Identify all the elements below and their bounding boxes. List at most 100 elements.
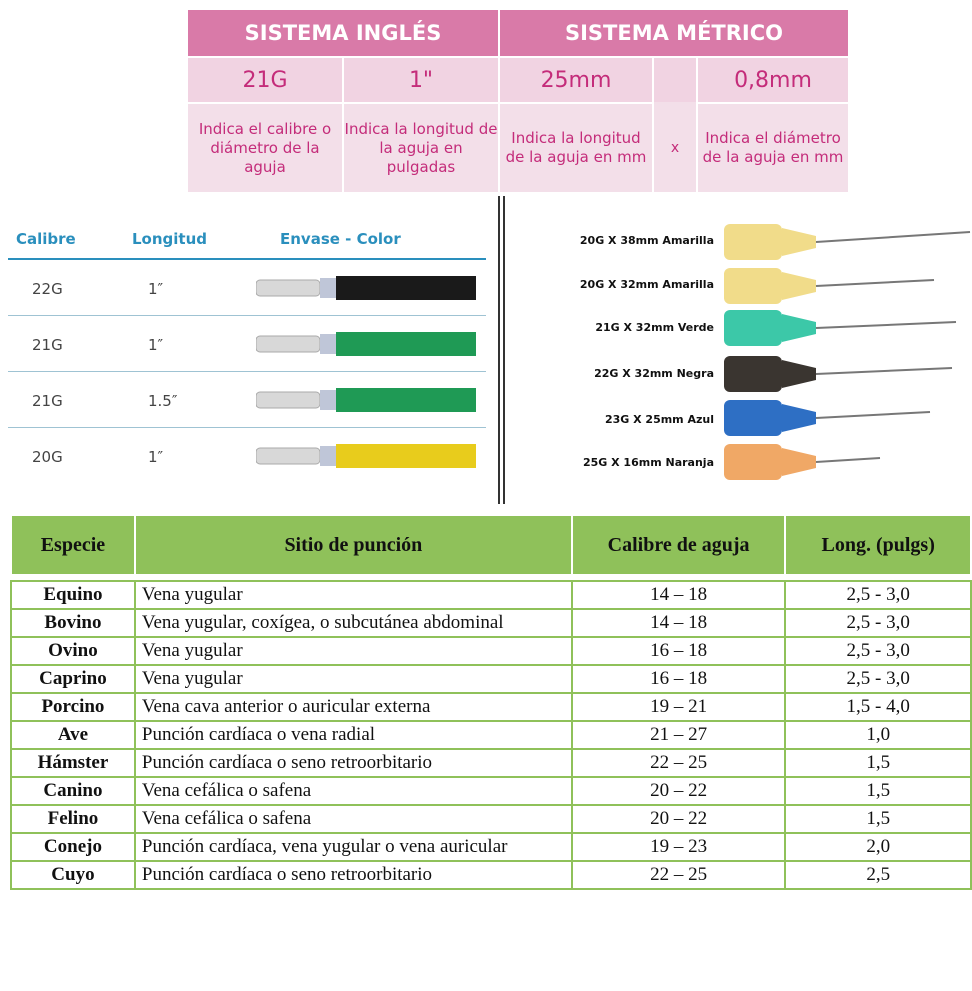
length-inch-value: 1" (344, 58, 498, 102)
site-cell: Vena yugular (133, 636, 573, 666)
length-inch-description: Indica la longitud de la aguja en pulgad… (344, 119, 498, 176)
needle-label: 23G X 25mm Azul (604, 413, 714, 426)
species-cell: Ovino (10, 636, 136, 666)
longitud-cell: 1″ (148, 336, 164, 354)
calibre-cell: 21G (32, 336, 63, 354)
table-row: Equino Vena yugular 14 – 18 2,5 - 3,0 (10, 580, 972, 610)
length-cell: 2,5 (784, 860, 972, 890)
gauge-cell: 14 – 18 (570, 580, 787, 610)
species-cell: Equino (10, 580, 136, 610)
site-cell: Punción cardíaca, vena yugular o vena au… (133, 832, 573, 862)
longitud-cell: 1″ (148, 280, 164, 298)
longitud-cell: 1″ (148, 448, 164, 466)
site-cell: Punción cardíaca o vena radial (133, 720, 573, 750)
species-cell: Porcino (10, 692, 136, 722)
calibre-cell: 21G (32, 392, 63, 410)
tube-cap-icon (256, 444, 476, 468)
row-divider (8, 371, 486, 372)
header-longitud: Longitud (132, 230, 208, 248)
species-cell: Conejo (10, 832, 136, 862)
species-cell: Cuyo (10, 860, 136, 890)
table-row: 21G 1.5″ (8, 372, 486, 428)
gauge-cell: 20 – 22 (570, 804, 787, 834)
site-cell: Vena yugular (133, 580, 573, 610)
species-cell: Caprino (10, 664, 136, 694)
header-calibre: Calibre (16, 230, 76, 248)
needle-label: 20G X 38mm Amarilla (579, 234, 714, 247)
row-divider (8, 427, 486, 428)
species-cell: Felino (10, 804, 136, 834)
needle-label: 20G X 32mm Amarilla (579, 278, 714, 291)
gauge-cell: 19 – 23 (570, 832, 787, 862)
metric-system-header: SISTEMA MÉTRICO (500, 10, 848, 56)
length-cell: 2,5 - 3,0 (784, 608, 972, 638)
table-row: 22G 1″ (8, 260, 486, 316)
site-cell: Vena cefálica o safena (133, 776, 573, 806)
table-row: Porcino Vena cava anterior o auricular e… (10, 692, 972, 722)
diameter-mm-description: Indica el diámetro de la aguja en mm (702, 129, 844, 166)
diameter-mm-value: 0,8mm (698, 58, 848, 102)
length-mm-value: 25mm (500, 58, 652, 102)
length-cell: 2,0 (784, 832, 972, 862)
times-cell-top (654, 58, 696, 102)
table-row: 21G 1″ (8, 316, 486, 372)
row-divider (8, 315, 486, 316)
divider (698, 102, 848, 104)
length-cell: 1,0 (784, 720, 972, 750)
header-especie: Especie (10, 514, 136, 576)
table-row: Caprino Vena yugular 16 – 18 2,5 - 3,0 (10, 664, 972, 694)
table-row: Felino Vena cefálica o safena 20 – 22 1,… (10, 804, 972, 834)
gauge-cell: 19 – 21 (570, 692, 787, 722)
divider (652, 58, 654, 192)
divider (188, 56, 848, 58)
species-cell: Hámster (10, 748, 136, 778)
calibre-color-table: Calibre Longitud Envase - Color 22G 1″ 2… (8, 218, 486, 490)
needle-icon (724, 224, 971, 260)
calibre-value: 21G (188, 58, 342, 102)
system-comparison-table: SISTEMA INGLÉS SISTEMA MÉTRICO 21G 1" 25… (188, 10, 848, 192)
needle-icon (724, 310, 957, 346)
gauge-cell: 22 – 25 (570, 748, 787, 778)
needle-label: 22G X 32mm Negra (594, 367, 714, 380)
needle-icon (724, 268, 935, 304)
gauge-cell: 20 – 22 (570, 776, 787, 806)
table-row: Canino Vena cefálica o safena 20 – 22 1,… (10, 776, 972, 806)
length-mm-description: Indica la longitud de la aguja en mm (505, 129, 647, 166)
table-row: Hámster Punción cardíaca o seno retroorb… (10, 748, 972, 778)
calibre-cell: 22G (32, 280, 63, 298)
length-cell: 1,5 (784, 748, 972, 778)
length-cell: 1,5 - 4,0 (784, 692, 972, 722)
site-cell: Vena yugular (133, 664, 573, 694)
header-longitud: Long. (pulgs) (784, 514, 972, 576)
site-cell: Punción cardíaca o seno retroorbitario (133, 748, 573, 778)
site-cell: Vena cefálica o safena (133, 804, 573, 834)
table-header-row: Especie Sitio de punción Calibre de aguj… (10, 514, 972, 576)
table-row: Conejo Punción cardíaca, vena yugular o … (10, 832, 972, 862)
site-cell: Punción cardíaca o seno retroorbitario (133, 860, 573, 890)
length-cell: 2,5 - 3,0 (784, 636, 972, 666)
divider (342, 58, 344, 192)
panel-divider (498, 196, 505, 504)
needle-icon (724, 356, 953, 392)
header-envase-color: Envase - Color (280, 230, 401, 248)
tube-cap-icon (256, 332, 476, 356)
tube-cap-icon (256, 276, 476, 300)
gauge-cell: 16 – 18 (570, 636, 787, 666)
length-cell: 1,5 (784, 804, 972, 834)
divider (188, 102, 652, 104)
site-cell: Vena cava anterior o auricular externa (133, 692, 573, 722)
tube-cap-icon (256, 388, 476, 412)
table-row: Ave Punción cardíaca o vena radial 21 – … (10, 720, 972, 750)
divider (696, 58, 698, 192)
divider (498, 10, 500, 192)
gauge-cell: 16 – 18 (570, 664, 787, 694)
table-row: Cuyo Punción cardíaca o seno retroorbita… (10, 860, 972, 890)
needle-icon (724, 400, 931, 436)
header-calibre: Calibre de aguja (570, 514, 787, 576)
gauge-cell: 21 – 27 (570, 720, 787, 750)
species-table: Especie Sitio de punción Calibre de aguj… (10, 514, 972, 890)
species-cell: Bovino (10, 608, 136, 638)
table-row: Bovino Vena yugular, coxígea, o subcután… (10, 608, 972, 638)
times-symbol: x (670, 139, 680, 156)
gauge-cell: 14 – 18 (570, 608, 787, 638)
